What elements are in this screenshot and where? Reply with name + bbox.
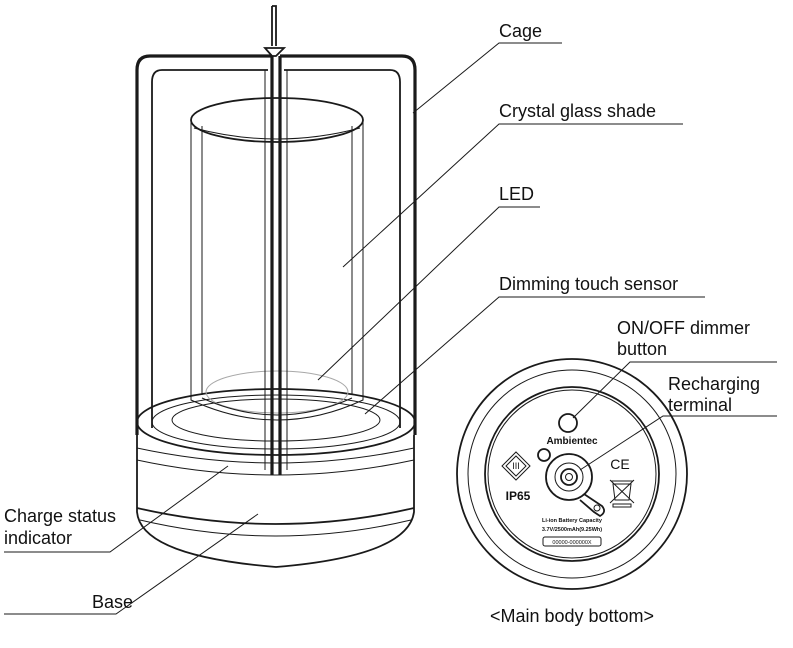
label-cage: Cage bbox=[499, 21, 542, 41]
caption-bottom: <Main body bottom> bbox=[490, 606, 654, 626]
lamp-illustration bbox=[135, 5, 417, 568]
label-recharge-2: terminal bbox=[668, 395, 732, 415]
touch-sensor-plate bbox=[136, 388, 416, 456]
brand-print: Ambientec bbox=[546, 436, 598, 447]
bottom-view: Ambientec III CE IP65 bbox=[456, 358, 688, 590]
label-onoff-1: ON/OFF dimmer bbox=[617, 318, 750, 338]
label-recharge-1: Recharging bbox=[668, 374, 760, 394]
cage-frame bbox=[135, 5, 417, 475]
label-onoff-2: button bbox=[617, 339, 667, 359]
callout-labels: Cage Crystal glass shade LED Dimming tou… bbox=[4, 21, 760, 626]
glass-shade bbox=[190, 97, 364, 421]
leader-lines bbox=[4, 42, 777, 615]
charge-led-icon bbox=[537, 448, 551, 462]
recharge-terminal-icon bbox=[545, 453, 605, 518]
weee-bin-icon bbox=[609, 479, 635, 508]
battery-line-1: Li-ion Battery Capacity bbox=[542, 518, 603, 524]
battery-line-2: 3.7V/2500mAh(9.25Wh) bbox=[542, 527, 602, 533]
label-shade: Crystal glass shade bbox=[499, 101, 656, 121]
serial-number: 00000-000000X bbox=[552, 540, 591, 546]
label-charge-2: indicator bbox=[4, 528, 72, 548]
lamp-base bbox=[136, 435, 415, 568]
label-charge-1: Charge status bbox=[4, 506, 116, 526]
class-iii-icon: III bbox=[501, 451, 531, 481]
onoff-button-icon bbox=[558, 413, 578, 433]
ce-mark: CE bbox=[610, 456, 629, 472]
label-base: Base bbox=[92, 592, 133, 612]
svg-text:III: III bbox=[512, 461, 520, 471]
label-sensor: Dimming touch sensor bbox=[499, 274, 678, 294]
label-led: LED bbox=[499, 184, 534, 204]
ip-rating: IP65 bbox=[506, 489, 531, 503]
